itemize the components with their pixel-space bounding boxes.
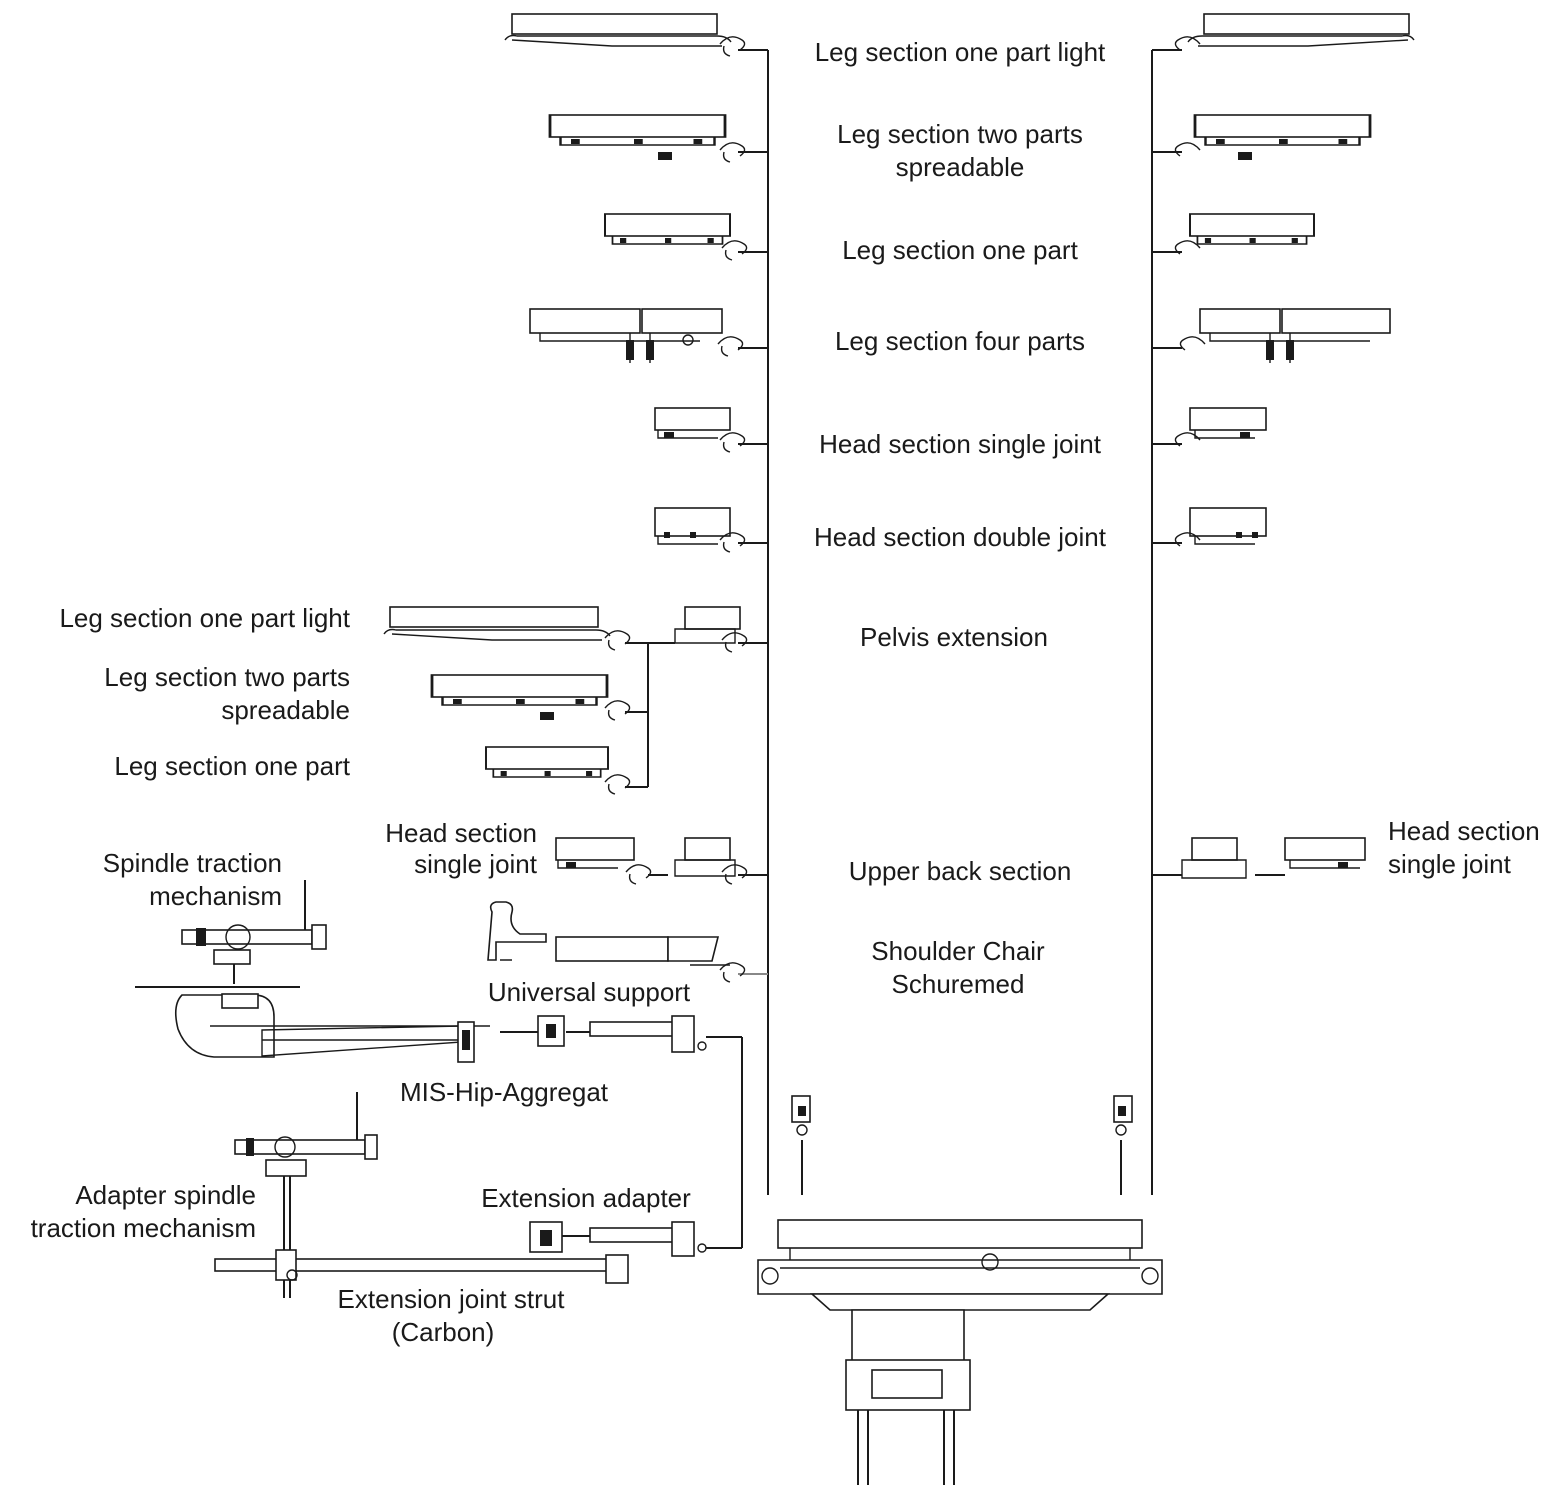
label-extension-adapter: Extension adapter — [481, 1183, 691, 1213]
pelvis-leg-one-part — [485, 746, 631, 795]
left-head-single — [654, 407, 746, 453]
universal-support-part — [537, 1015, 743, 1248]
label-pelvis-leg-two-parts-line1: Leg section two parts — [104, 662, 350, 692]
extension-strut-part — [214, 1249, 629, 1284]
right-leg-one-part-light — [1174, 13, 1415, 51]
right-leg-four-parts — [1179, 308, 1391, 363]
adapter-spindle-part — [234, 1092, 378, 1298]
label-mis-hip: MIS-Hip-Aggregat — [400, 1077, 609, 1107]
label-pelvis-leg-one-part-light: Leg section one part light — [59, 603, 350, 633]
left-rail-clamp — [791, 1095, 811, 1195]
label-right-head-single-line1: Head section — [1388, 816, 1540, 846]
label-spindle-traction-line2: mechanism — [149, 881, 282, 911]
extension-adapter-part — [529, 1221, 742, 1257]
left-rail — [738, 49, 769, 1195]
operating-table-base — [757, 1219, 1163, 1485]
upper-back-left — [555, 837, 748, 885]
label-extension-strut-line2: (Carbon) — [392, 1317, 495, 1347]
label-head-double-joint: Head section double joint — [814, 522, 1107, 552]
left-head-double — [654, 507, 746, 553]
label-head-single-joint: Head section single joint — [819, 429, 1102, 459]
label-spindle-traction-line1: Spindle traction — [103, 848, 282, 878]
label-leg-two-parts-line1: Leg section two parts — [837, 119, 1083, 149]
label-left-head-single-line1: Head section — [385, 818, 537, 848]
upper-back-right — [1181, 837, 1366, 879]
left-leg-two-parts — [548, 113, 746, 163]
right-head-single — [1174, 407, 1267, 447]
right-rail — [1151, 49, 1182, 1195]
pelvis-branch-connectors — [625, 642, 675, 788]
mis-hip-part — [135, 986, 540, 1063]
label-adapter-spindle-line2: traction mechanism — [31, 1213, 256, 1243]
label-adapter-spindle-line1: Adapter spindle — [75, 1180, 256, 1210]
label-upper-back: Upper back section — [849, 856, 1072, 886]
label-pelvis-leg-one-part: Leg section one part — [114, 751, 350, 781]
label-extension-strut-line1: Extension joint strut — [338, 1284, 566, 1314]
label-right-head-single-line2: single joint — [1388, 849, 1512, 879]
right-leg-two-parts — [1174, 113, 1372, 160]
label-leg-four-parts: Leg section four parts — [835, 326, 1085, 356]
left-leg-one-part — [604, 213, 748, 261]
spindle-traction-part — [181, 880, 327, 984]
label-leg-two-parts-line2: spreadable — [896, 152, 1025, 182]
label-pelvis-extension: Pelvis extension — [860, 622, 1048, 652]
right-rail-clamp — [1113, 1095, 1133, 1195]
left-leg-one-part-light — [504, 13, 746, 57]
pelvis-extension-part — [674, 606, 748, 653]
pelvis-leg-one-part-light — [383, 606, 631, 651]
label-pelvis-leg-two-parts-line2: spreadable — [221, 695, 350, 725]
right-leg-one-part — [1174, 213, 1315, 255]
pelvis-leg-two-parts — [430, 673, 631, 721]
label-universal-support: Universal support — [488, 977, 691, 1007]
label-leg-one-part: Leg section one part — [842, 235, 1078, 265]
label-shoulder-chair-line2: Schuremed — [892, 969, 1025, 999]
shoulder-chair-part — [487, 901, 746, 983]
label-leg-one-part-light: Leg section one part light — [815, 37, 1106, 67]
label-left-head-single-line2: single joint — [414, 849, 538, 879]
label-shoulder-chair-line1: Shoulder Chair — [871, 936, 1045, 966]
right-head-double — [1174, 507, 1267, 547]
left-leg-four-parts — [529, 308, 744, 363]
